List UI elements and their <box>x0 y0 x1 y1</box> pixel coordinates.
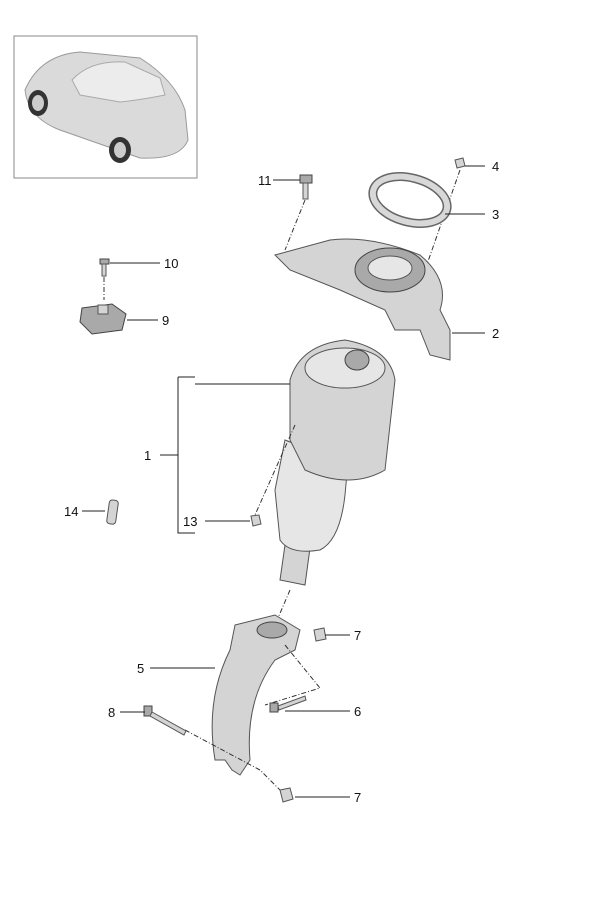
vehicle-thumbnail[interactable] <box>13 35 198 179</box>
leader-lines <box>82 165 485 798</box>
part-1-air-strut[interactable] <box>274 339 396 586</box>
part-2-strut-mount[interactable] <box>274 238 451 361</box>
part-7-nut-lower[interactable] <box>279 787 294 803</box>
callout-13[interactable]: 13 <box>183 514 197 529</box>
callout-10[interactable]: 10 <box>164 256 178 271</box>
part-14-valve[interactable] <box>106 499 119 525</box>
part-7-nut-upper[interactable] <box>313 627 327 642</box>
callout-4[interactable]: 4 <box>492 159 499 174</box>
part-9-height-sensor[interactable] <box>79 303 127 335</box>
callout-7-lower[interactable]: 7 <box>354 790 361 805</box>
part-3-ring[interactable] <box>368 169 453 231</box>
callout-6[interactable]: 6 <box>354 704 361 719</box>
part-13-nut[interactable] <box>250 514 262 527</box>
part-8-bolt[interactable] <box>143 705 187 736</box>
callout-5[interactable]: 5 <box>137 661 144 676</box>
callout-7-upper[interactable]: 7 <box>354 628 361 643</box>
callout-2[interactable]: 2 <box>492 326 499 341</box>
callout-8[interactable]: 8 <box>108 705 115 720</box>
part-6-bolt[interactable] <box>269 695 307 713</box>
part-10-screw[interactable] <box>99 258 110 277</box>
part-11-bolt[interactable] <box>299 174 313 200</box>
callout-14[interactable]: 14 <box>64 504 78 519</box>
callout-11[interactable]: 11 <box>258 173 272 188</box>
part-4-nut[interactable] <box>454 157 466 169</box>
callout-3[interactable]: 3 <box>492 207 499 222</box>
part-5-fork[interactable] <box>211 614 301 776</box>
callout-9[interactable]: 9 <box>162 313 169 328</box>
callout-1[interactable]: 1 <box>144 448 151 463</box>
